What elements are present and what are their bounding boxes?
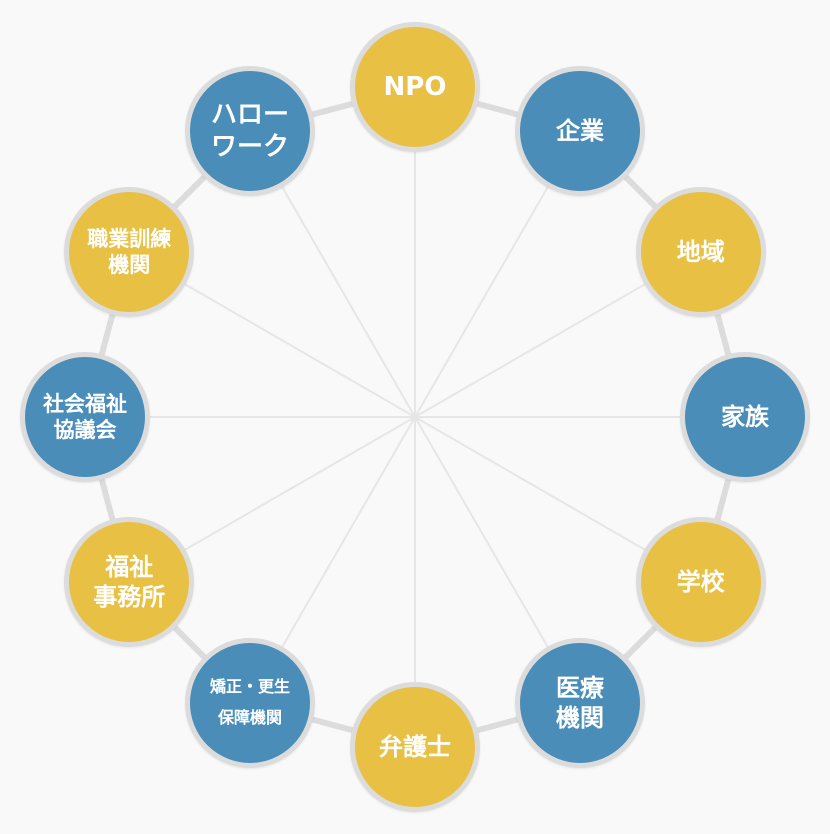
- node-label: 企業: [556, 116, 604, 146]
- node-label: 地域: [677, 237, 725, 267]
- node-label: 家族: [721, 402, 769, 432]
- node-vocational-training: 職業訓練 機関: [64, 187, 195, 317]
- node-label-line: 事務所: [93, 583, 166, 611]
- node-company: 企業: [515, 66, 645, 197]
- node-family: 家族: [680, 352, 810, 482]
- node-medical-institution: 医療 機関: [515, 637, 645, 768]
- node-label: 職業訓練 機関: [87, 226, 171, 279]
- node-label-line: 機関: [556, 703, 604, 732]
- node-label-line: 地域: [676, 238, 725, 266]
- node-lawyer: 弁護士: [350, 682, 480, 812]
- node-label-line: 家族: [721, 403, 769, 431]
- node-label-line: ワーク: [210, 132, 289, 163]
- node-label: ハロー ワーク: [211, 99, 289, 164]
- node-label-line: 協議会: [53, 418, 117, 442]
- node-welfare-office: 福祉 事務所: [64, 517, 195, 647]
- node-community: 地域: [635, 187, 766, 317]
- node-label-line: 企業: [556, 117, 604, 146]
- node-label: NPO: [384, 71, 447, 104]
- node-label-line: 保障機関: [217, 707, 282, 727]
- node-npo: NPO: [350, 22, 480, 152]
- node-label: 矯正・更生 保障機関: [210, 672, 290, 733]
- node-label: 社会福祉 協議会: [43, 391, 127, 444]
- node-label: 学校: [677, 567, 725, 597]
- node-hello-work: ハロー ワーク: [185, 66, 315, 197]
- node-label-line: 福祉: [105, 553, 154, 581]
- node-label-line: ハロー: [210, 99, 289, 130]
- node-label-line: 学校: [676, 568, 725, 596]
- node-correction-rehab: 矯正・更生 保障機関: [185, 637, 315, 768]
- node-label: 医療 機関: [556, 673, 604, 733]
- node-label-line: NPO: [383, 71, 447, 102]
- node-label-line: 職業訓練: [87, 226, 172, 251]
- node-social-welfare-council: 社会福祉 協議会: [20, 352, 150, 482]
- node-school: 学校: [635, 517, 766, 647]
- node-label-line: 弁護士: [379, 733, 451, 761]
- node-label: 弁護士: [379, 732, 451, 762]
- node-label-line: 矯正・更生: [209, 677, 290, 697]
- node-label: 福祉 事務所: [93, 552, 165, 612]
- node-label-line: 機関: [108, 253, 151, 277]
- node-label-line: 社会福祉: [43, 391, 127, 416]
- node-label-line: 医療: [556, 673, 604, 702]
